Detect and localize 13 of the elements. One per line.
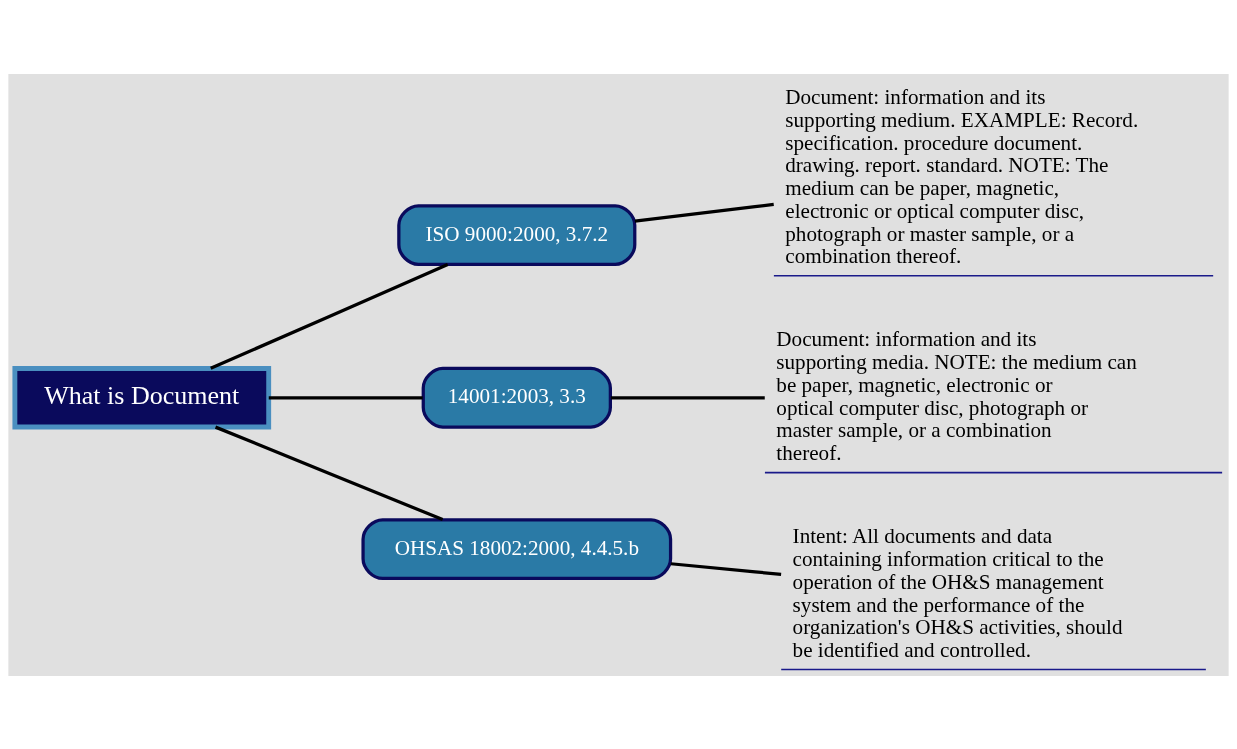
connector [610,395,765,399]
connector [214,425,444,521]
connector [670,561,782,576]
node-text: Document: information and its supporting media. NOTE: the medium can be paper, magnetic, electronic or optical computer disc, photograph or master sample, or a combination thereof. [776,326,1137,465]
node-box: What is Document [12,365,272,429]
node-text: Intent: All documents and data containing information critical to the operation of the OH&S management system and the performance of the organization's OH&S activities, should be identified and controlled. [792,523,1123,662]
node-text: Document: information and its supporting medium. EXAMPLE: Record. specification. procedure document. drawing. report. standard. NOTE: The medium can be paper, magnetic, electronic or optical computer disc, photograph or master sample, or a combination thereof. [785,84,1139,268]
node-box: 14001:2003, 3.3 [421,366,612,429]
node-box: ISO 9000:2000, 3.7.2 [397,203,637,266]
node-box: OHSAS 18002:2000, 4.4.5.b [361,517,673,580]
connector [268,395,423,399]
connector [210,262,449,370]
connector [634,202,774,223]
